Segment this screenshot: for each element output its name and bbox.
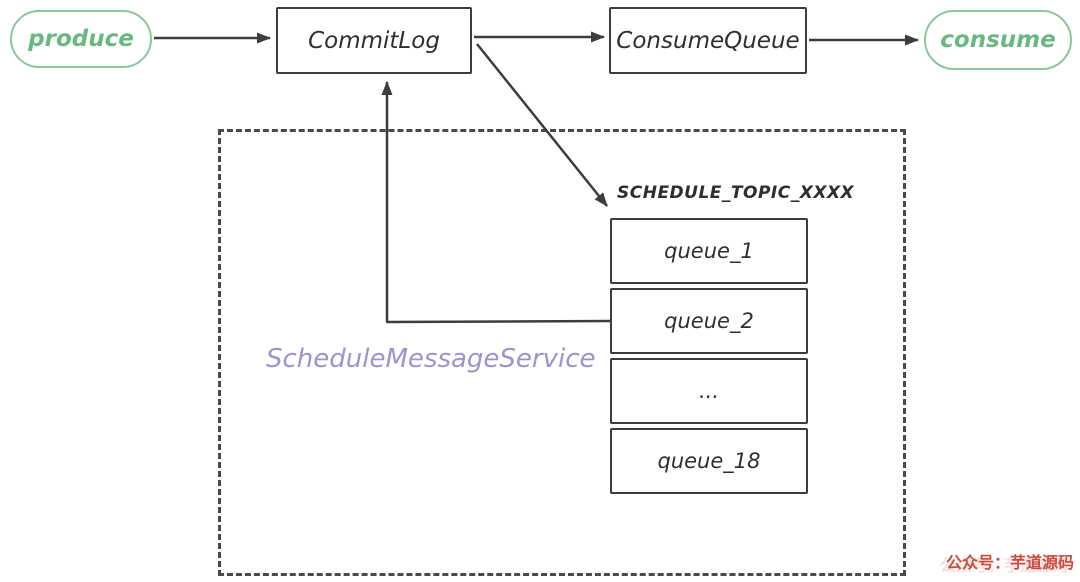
schedule-topic-label: SCHEDULE_TOPIC_XXXX	[617, 183, 855, 203]
queue-box: queue_1	[610, 218, 808, 284]
queue-box: queue_2	[610, 288, 808, 354]
node-consumequeue: ConsumeQueue	[609, 7, 807, 74]
node-commitlog: CommitLog	[276, 7, 472, 74]
node-consumequeue-label: ConsumeQueue	[616, 27, 800, 54]
queue-box: queue_18	[610, 428, 808, 494]
node-produce-label: produce	[28, 26, 134, 52]
node-produce: produce	[10, 10, 152, 68]
service-label: ScheduleMessageService	[266, 344, 596, 374]
queue-stack: queue_1 queue_2 ... queue_18	[610, 218, 808, 494]
watermark: 公众号：芋道源码	[946, 553, 1075, 572]
node-consume-label: consume	[940, 27, 1056, 53]
node-consume: consume	[924, 10, 1072, 70]
queue-box: ...	[610, 358, 808, 424]
node-commitlog-label: CommitLog	[308, 27, 440, 54]
